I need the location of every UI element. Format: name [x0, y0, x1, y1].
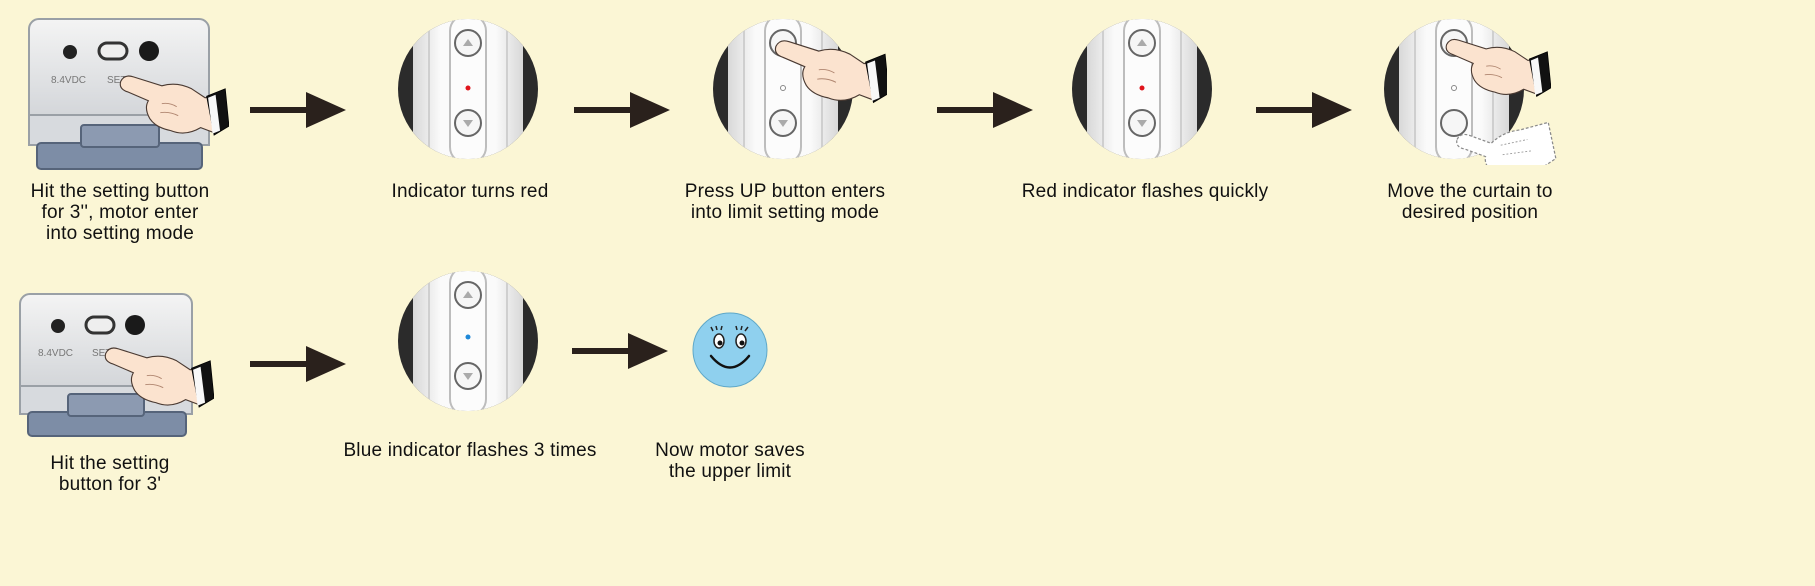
down-button-icon — [1440, 109, 1468, 137]
voltage-label: 8.4VDC — [38, 348, 73, 359]
step-2-remote — [397, 15, 539, 163]
step-8-caption: Now motor saves the upper limit — [655, 440, 805, 482]
socket-icon — [125, 315, 145, 335]
set-button — [97, 41, 129, 61]
step-3-remote — [712, 15, 887, 165]
power-jack-icon — [63, 45, 77, 59]
arrow-icon — [572, 333, 668, 369]
step-5-remote — [1383, 15, 1568, 165]
indicator-light — [1139, 85, 1145, 91]
step-1-motor-box: 8.4VDC SET — [25, 15, 230, 175]
arrow-icon — [250, 92, 346, 128]
step-5-caption: Move the curtain to desired position — [1387, 181, 1553, 223]
set-label: SET — [92, 348, 111, 359]
step-7-remote — [397, 267, 539, 415]
socket-icon — [139, 41, 159, 61]
arrow-icon — [937, 92, 1033, 128]
step-7-caption: Blue indicator flashes 3 times — [343, 440, 597, 461]
indicator-light — [780, 85, 786, 91]
step-6-motor-box: 8.4VDC SET — [16, 290, 216, 440]
indicator-light — [465, 334, 471, 340]
step-6-caption: Hit the setting button for 3' — [50, 453, 170, 495]
power-jack-icon — [51, 319, 65, 333]
arrow-icon — [574, 92, 670, 128]
smiley-face-icon — [691, 311, 769, 389]
step-3-caption: Press UP button enters into limit settin… — [684, 181, 886, 223]
step-4-remote — [1071, 15, 1213, 163]
indicator-light — [465, 85, 471, 91]
arrow-icon — [1256, 92, 1352, 128]
step-1-caption: Hit the setting button for 3'', motor en… — [30, 181, 210, 244]
set-button — [84, 315, 116, 335]
arrow-icon — [250, 346, 346, 382]
step-4-caption: Red indicator flashes quickly — [1021, 181, 1269, 202]
voltage-label: 8.4VDC — [51, 75, 86, 86]
set-label: SET — [107, 75, 126, 86]
indicator-light — [1451, 85, 1457, 91]
step-2-caption: Indicator turns red — [391, 181, 549, 202]
